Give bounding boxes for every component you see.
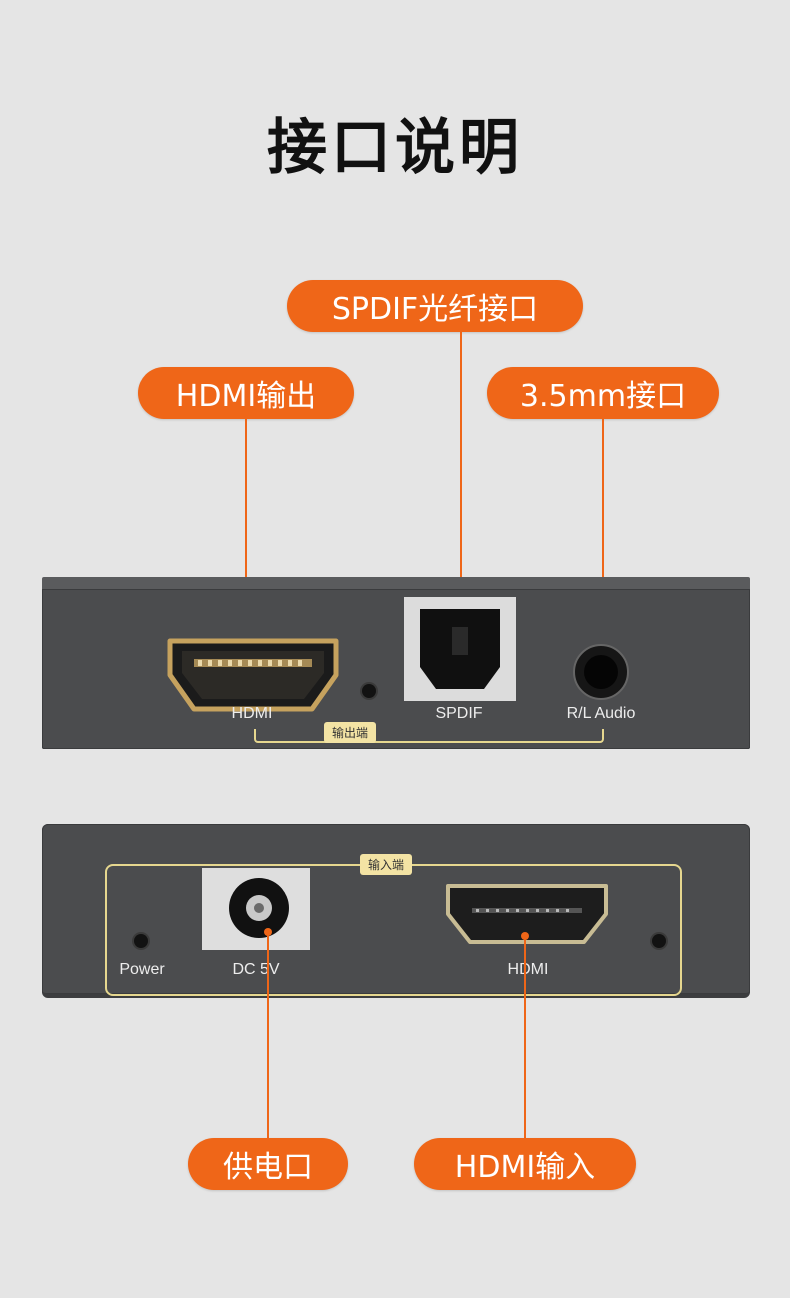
label-hdmi-output: HDMI	[231, 705, 273, 722]
label-audio: R/L Audio	[566, 705, 636, 722]
input-panel: 输入端 Power DC 5V HDMI	[42, 824, 750, 998]
hdmi-input-port	[446, 884, 608, 944]
input-side-hole	[652, 934, 666, 948]
leader-spdif	[460, 332, 462, 650]
output-group-tag: 输出端	[324, 722, 377, 743]
callout-hdmi-input: HDMI输入	[414, 1138, 636, 1190]
callout-hdmi-output: HDMI输出	[138, 367, 354, 419]
page-title: 接口说明	[267, 113, 523, 183]
audio-jack	[573, 644, 629, 700]
callout-hdmi-output-label: HDMI输出	[175, 379, 317, 414]
leader-3-5mm	[602, 419, 604, 669]
callout-power-port: 供电口	[188, 1138, 348, 1190]
leader-power	[267, 932, 269, 1138]
callout-power-port-label: 供电口	[223, 1150, 313, 1185]
label-dc-5v: DC 5V	[232, 961, 280, 978]
callout-spdif-label: SPDIF光纤接口	[331, 292, 539, 327]
output-reset-hole	[362, 684, 376, 698]
callout-3-5mm: 3.5mm接口	[487, 367, 719, 419]
output-panel: HDMI SPDIF R/L Audio 输出端	[42, 577, 750, 749]
leader-hdmi-output	[245, 419, 247, 659]
label-power: Power	[119, 961, 165, 978]
hdmi-output-port	[167, 638, 339, 712]
label-spdif: SPDIF	[435, 705, 483, 722]
leader-hdmi-input	[524, 936, 526, 1138]
output-group-bracket	[254, 729, 604, 743]
callout-3-5mm-label: 3.5mm接口	[519, 379, 687, 414]
input-group-tag: 输入端	[360, 854, 413, 875]
label-hdmi-input: HDMI	[507, 961, 549, 978]
power-led	[134, 934, 148, 948]
callout-hdmi-input-label: HDMI输入	[454, 1150, 596, 1185]
callout-spdif: SPDIF光纤接口	[287, 280, 583, 332]
spdif-port	[404, 597, 516, 701]
dc-power-jack	[202, 868, 310, 950]
